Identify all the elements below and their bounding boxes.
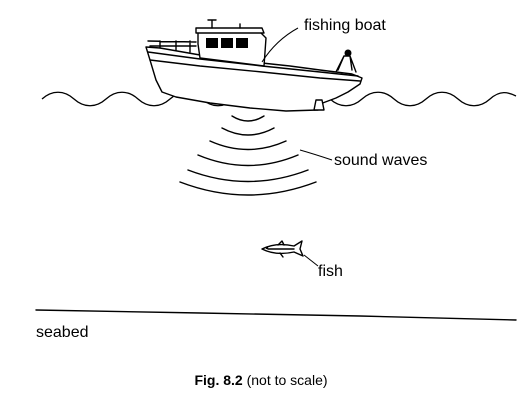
hull-stripe [149,59,361,82]
label-sound-waves: sound waves [334,152,427,169]
cabin-roof [195,27,265,34]
cabin-window [236,38,248,48]
sound-wave-arc [209,140,287,151]
leader-line-fish [303,254,319,267]
figure-note: (not to scale) [243,372,328,388]
fish-fin [277,240,285,258]
figure-number: Fig. 8.2 [194,372,242,388]
fish [261,240,304,258]
label-fish: fish [318,263,343,280]
sound-wave-arc [231,115,265,122]
seabed-line [35,309,517,321]
label-seabed: seabed [36,324,89,341]
leader-line-sound-waves [299,149,333,161]
sound-wave-arc [187,169,309,183]
figure-caption: Fig. 8.2 (not to scale) [194,372,327,388]
sound-waves [179,115,317,196]
sound-wave-arc [179,181,317,196]
bow-rail [147,40,197,53]
stern-gantry [335,55,357,73]
sound-wave-arc [197,154,299,167]
cabin-mast [207,19,217,29]
label-fishing-boat: fishing boat [304,17,386,34]
sound-wave-arc [221,127,275,136]
cabin-window [221,38,233,48]
gantry-light [344,49,352,57]
fish-eye [265,246,269,250]
leader-line-boat [261,27,299,63]
transducer-fin [313,99,325,111]
fishing-boat [145,19,363,112]
cabin-window [206,38,218,48]
boat-hull [145,46,363,112]
